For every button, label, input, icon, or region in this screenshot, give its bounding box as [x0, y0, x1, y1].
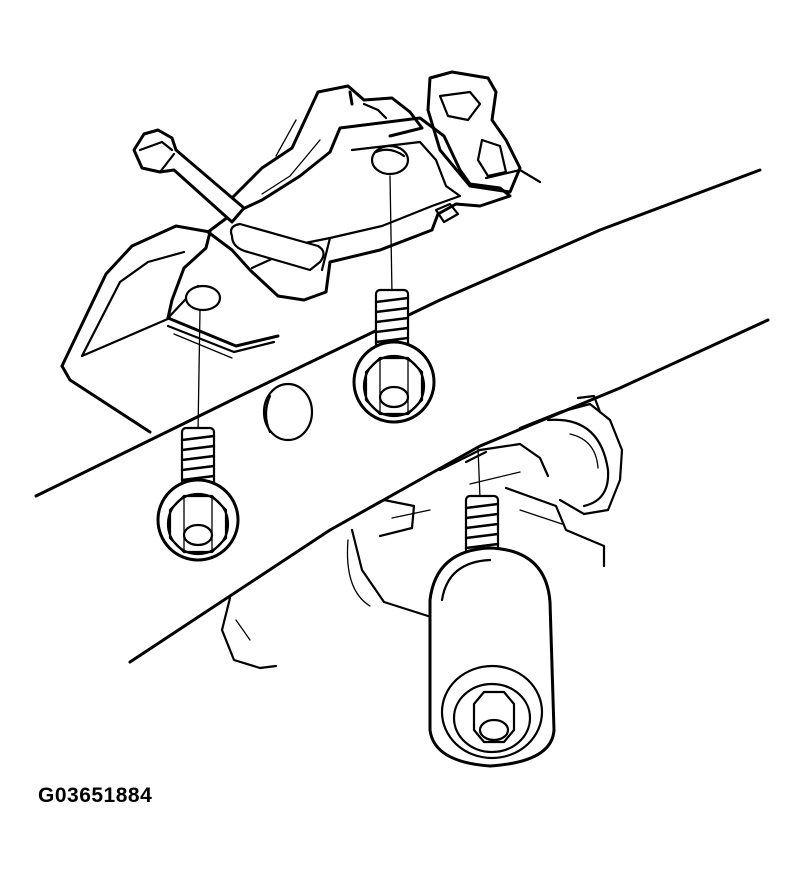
guide-line-right: [477, 447, 481, 499]
hose-nipple: [132, 128, 246, 224]
upper-bracket: [206, 84, 512, 302]
figure-code: G03651884: [38, 784, 153, 807]
left-flange-bolt: [156, 426, 240, 562]
guide-line-left: [197, 309, 201, 433]
rear-component: [426, 70, 542, 194]
guide-line-center: [389, 175, 393, 295]
socket-on-extension: [428, 494, 556, 768]
center-flange-bolt: [352, 288, 436, 424]
guide-lines: [197, 175, 481, 499]
lower-components: [220, 394, 624, 670]
frame-member: [34, 168, 770, 664]
